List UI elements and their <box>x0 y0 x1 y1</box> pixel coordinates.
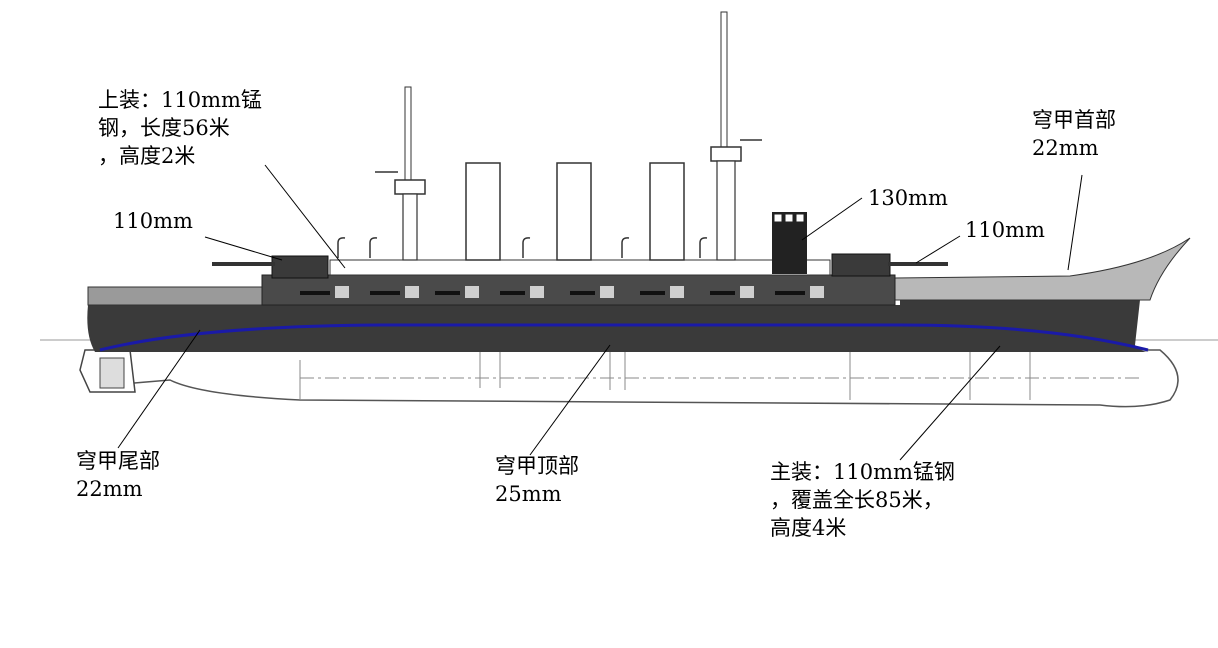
bow-section <box>894 237 1191 301</box>
stern-block <box>99 357 125 389</box>
funnel-1 <box>465 162 501 261</box>
fwd-turret <box>831 253 948 277</box>
casemate-130-top <box>773 213 805 223</box>
stern-top <box>87 286 266 306</box>
casemate-label: 130mm <box>868 186 948 210</box>
main-belt-hull <box>87 260 1150 352</box>
fore-mast <box>710 11 762 261</box>
stern-deck-label: 穹甲尾部 22mm <box>76 449 160 501</box>
upper-belt-ports <box>335 286 824 298</box>
main-belt-label: 主装：110mm锰钢 ，覆盖全长85米， 高度4米 <box>770 460 955 540</box>
top-deck-label: 穹甲顶部 25mm <box>495 454 579 506</box>
fwd-gun-label: 110mm <box>965 218 1045 242</box>
funnel-2 <box>556 162 592 261</box>
hull-frame-lines <box>299 350 1140 400</box>
armored-deck-line <box>99 323 1149 352</box>
aft-mast <box>375 86 426 261</box>
upper-deck <box>329 259 831 276</box>
bow-deck-label: 穹甲首部 22mm <box>1032 108 1116 160</box>
leader-lines <box>117 164 1083 461</box>
upper-belt-label: 上装：110mm锰 钢，长度56米 ，高度2米 <box>98 88 262 168</box>
upper-belt <box>261 274 896 306</box>
aft-turret <box>212 255 329 279</box>
ventilators <box>337 237 708 258</box>
funnel-3 <box>649 162 685 261</box>
aft-gun-label: 110mm <box>113 209 193 233</box>
